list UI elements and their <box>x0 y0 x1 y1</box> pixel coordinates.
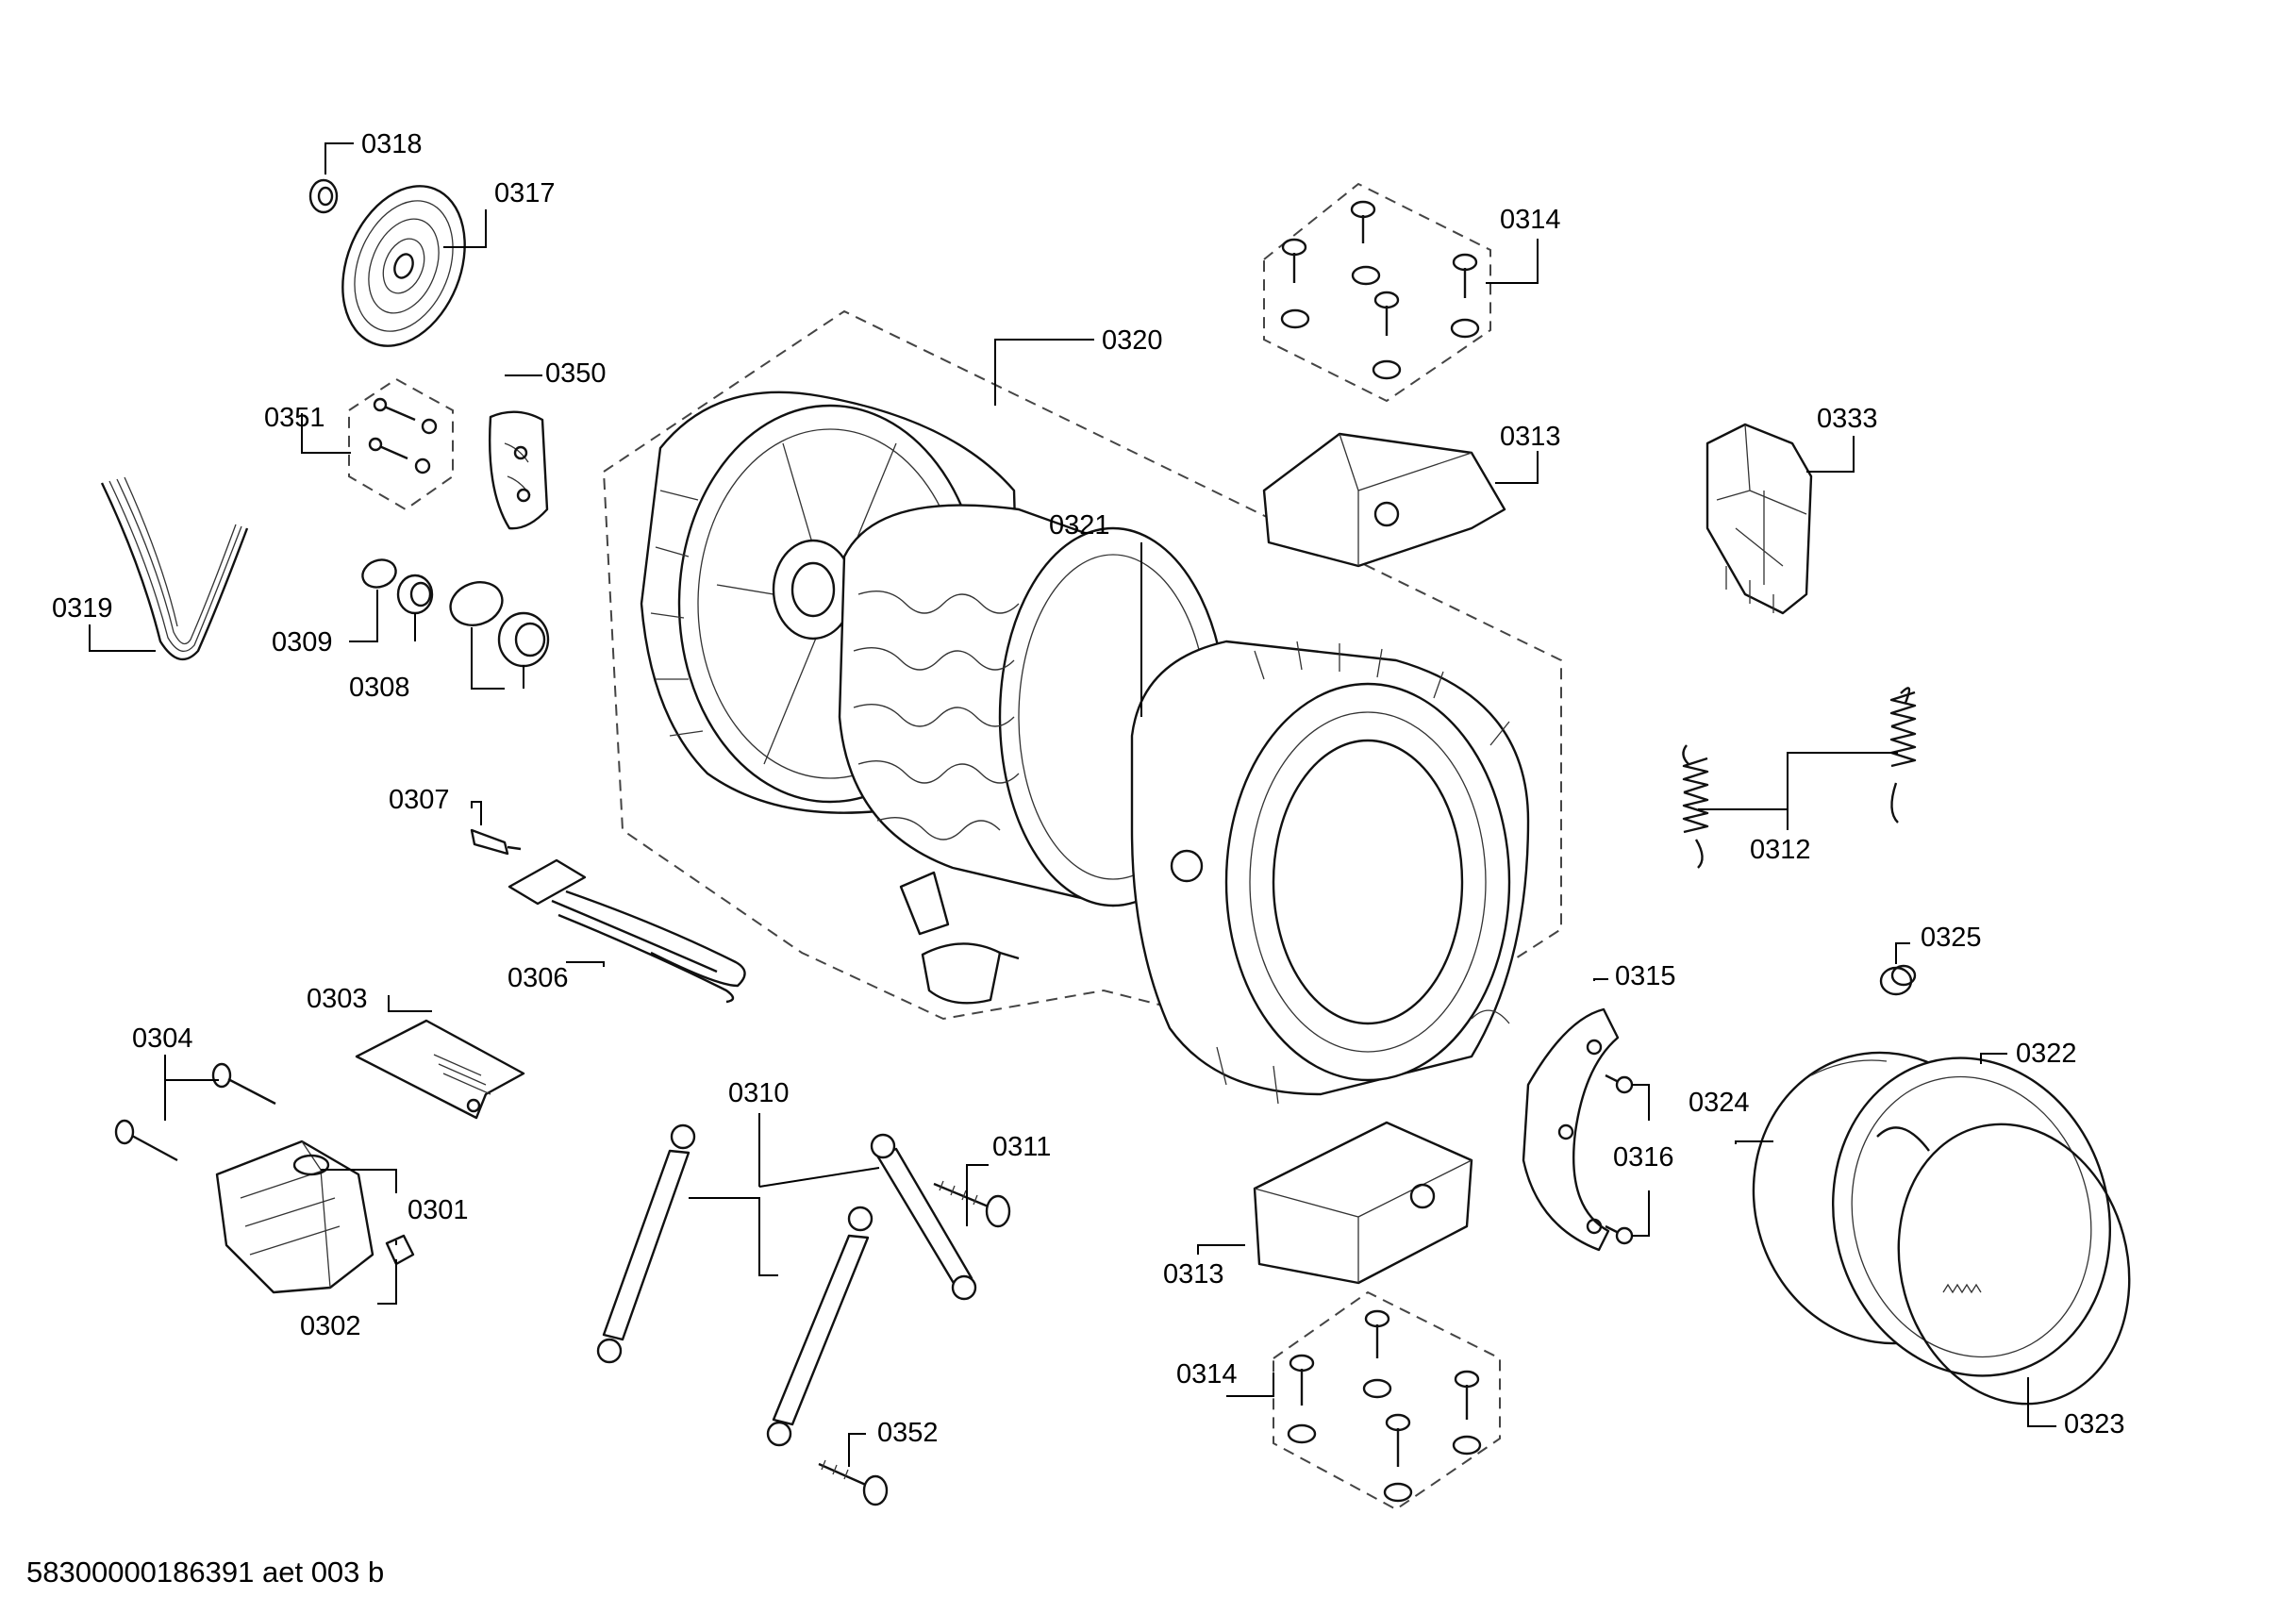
nut-part <box>308 178 339 214</box>
counterweight-part <box>488 410 549 530</box>
bottom-counterweight-part <box>1253 1121 1473 1285</box>
label-0321: 0321 <box>1049 510 1110 541</box>
shock-absorber-bolt-part <box>933 1180 1011 1228</box>
bolt-set-bottom-part <box>1287 1309 1482 1503</box>
label-0322: 0322 <box>2016 1039 2077 1069</box>
label-0351: 0351 <box>264 403 325 433</box>
label-0311: 0311 <box>992 1132 1051 1162</box>
label-0306: 0306 <box>507 963 569 993</box>
heating-element-part <box>507 858 746 1004</box>
pulley-part <box>341 185 466 347</box>
drawing-reference-number: 58300000186391 aet 003 b <box>26 1556 384 1589</box>
clamp-ring-part <box>1897 1123 2131 1406</box>
motor-part <box>215 1140 374 1294</box>
label-0315: 0315 <box>1615 961 1676 991</box>
label-0301: 0301 <box>408 1195 469 1225</box>
seal-ring-part <box>1831 1057 2112 1377</box>
shock-absorber-left-part <box>596 1123 696 1364</box>
label-0333: 0333 <box>1817 404 1878 434</box>
label-0302: 0302 <box>300 1311 361 1341</box>
top-counterweight-part <box>1262 432 1506 568</box>
screw-set-part <box>368 397 438 474</box>
label-0308: 0308 <box>349 673 410 703</box>
control-module-part <box>1705 423 1813 615</box>
label-0320: 0320 <box>1102 325 1163 356</box>
label-0304: 0304 <box>132 1023 193 1054</box>
label-0309: 0309 <box>272 627 333 657</box>
tub-bracket-part <box>1522 1007 1620 1252</box>
label-0312: 0312 <box>1750 835 1811 865</box>
label-0352: 0352 <box>877 1418 939 1448</box>
label-0307: 0307 <box>389 785 450 815</box>
label-0314-bottom: 0314 <box>1176 1359 1238 1389</box>
bearing-large-part <box>449 581 550 668</box>
motor-screws-part <box>114 1062 276 1162</box>
bearing-small-part <box>361 558 434 615</box>
bottom-bolt-part <box>818 1459 889 1506</box>
hose-clamp-part <box>1879 964 1917 996</box>
bolt-set-top-part <box>1280 200 1480 380</box>
label-0303: 0303 <box>307 984 368 1014</box>
label-0310: 0310 <box>728 1078 790 1108</box>
document-pouch-part <box>355 1019 525 1120</box>
sump-connector-part <box>899 871 1020 1005</box>
shock-absorber-middle-part <box>766 1206 873 1447</box>
label-0323: 0323 <box>2064 1409 2125 1439</box>
leader-lines <box>89 142 2056 1467</box>
label-0319: 0319 <box>52 593 113 624</box>
shock-absorber-right-part <box>870 1133 977 1301</box>
front-tub-part <box>1130 640 1530 1105</box>
carbon-brush-part <box>385 1234 415 1266</box>
label-0324: 0324 <box>1689 1088 1750 1118</box>
spring-left-part <box>1682 744 1709 869</box>
label-0314-top: 0314 <box>1500 205 1561 235</box>
label-0317: 0317 <box>494 178 556 208</box>
shock-absorber-bolt-group-top-outline <box>1263 182 1491 403</box>
label-0318: 0318 <box>361 129 423 159</box>
drive-belt-part <box>100 476 249 661</box>
screw-set-group-outline <box>348 377 454 511</box>
temperature-sensor-part <box>470 828 522 856</box>
label-0316: 0316 <box>1613 1142 1674 1173</box>
label-0325: 0325 <box>1921 923 1982 953</box>
shock-absorber-bolt-group-bottom-outline <box>1273 1290 1501 1511</box>
label-0313-top: 0313 <box>1500 422 1561 452</box>
spring-right-part <box>1889 687 1917 824</box>
label-0313-bottom: 0313 <box>1163 1259 1224 1290</box>
label-0350: 0350 <box>545 358 607 389</box>
